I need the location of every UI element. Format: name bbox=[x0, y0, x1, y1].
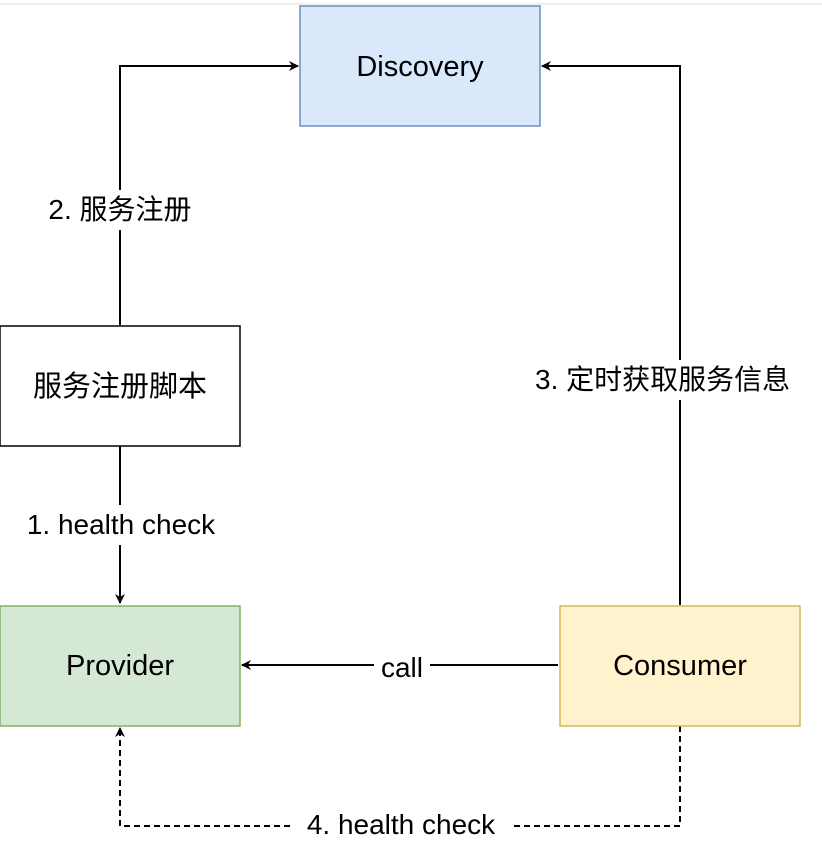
edge-health-check-consumer-label: 4. health check bbox=[307, 809, 496, 840]
edge-health-check-consumer: 4. health check bbox=[115, 726, 681, 844]
node-provider-label: Provider bbox=[66, 650, 174, 682]
edge-call-label: call bbox=[381, 652, 423, 683]
edge-fetch-info-line bbox=[541, 61, 681, 605]
node-registration-script[interactable]: 服务注册脚本 bbox=[0, 325, 241, 447]
node-registration-script-label: 服务注册脚本 bbox=[33, 370, 207, 403]
edge-register-label: 2. 服务注册 bbox=[48, 194, 191, 225]
node-provider[interactable]: Provider bbox=[0, 605, 241, 727]
node-discovery-box bbox=[299, 5, 541, 127]
node-provider-box bbox=[0, 605, 241, 727]
edge-health-check-script-label-bg bbox=[10, 505, 232, 545]
edge-health-check-script: 1. health check bbox=[10, 446, 232, 604]
node-consumer-label: Consumer bbox=[613, 650, 747, 682]
edge-fetch-info-label-bg bbox=[530, 360, 822, 400]
edge-fetch-info-label: 3. 定时获取服务信息 bbox=[535, 364, 790, 395]
node-consumer[interactable]: Consumer bbox=[559, 605, 801, 727]
edge-register: 2. 服务注册 bbox=[30, 61, 299, 325]
edge-health-check-script-label: 1. health check bbox=[27, 509, 216, 540]
edge-call: call bbox=[241, 648, 558, 684]
node-discovery[interactable]: Discovery bbox=[299, 5, 541, 127]
node-discovery-label: Discovery bbox=[356, 51, 484, 83]
edge-call-label-bg bbox=[374, 648, 430, 684]
node-registration-script-box bbox=[0, 325, 241, 447]
edge-register-label-bg bbox=[30, 190, 210, 230]
edge-health-check-consumer-label-bg bbox=[290, 807, 512, 844]
edge-fetch-info: 3. 定时获取服务信息 bbox=[530, 61, 822, 605]
edge-register-line bbox=[119, 61, 299, 325]
node-consumer-box bbox=[559, 605, 801, 727]
